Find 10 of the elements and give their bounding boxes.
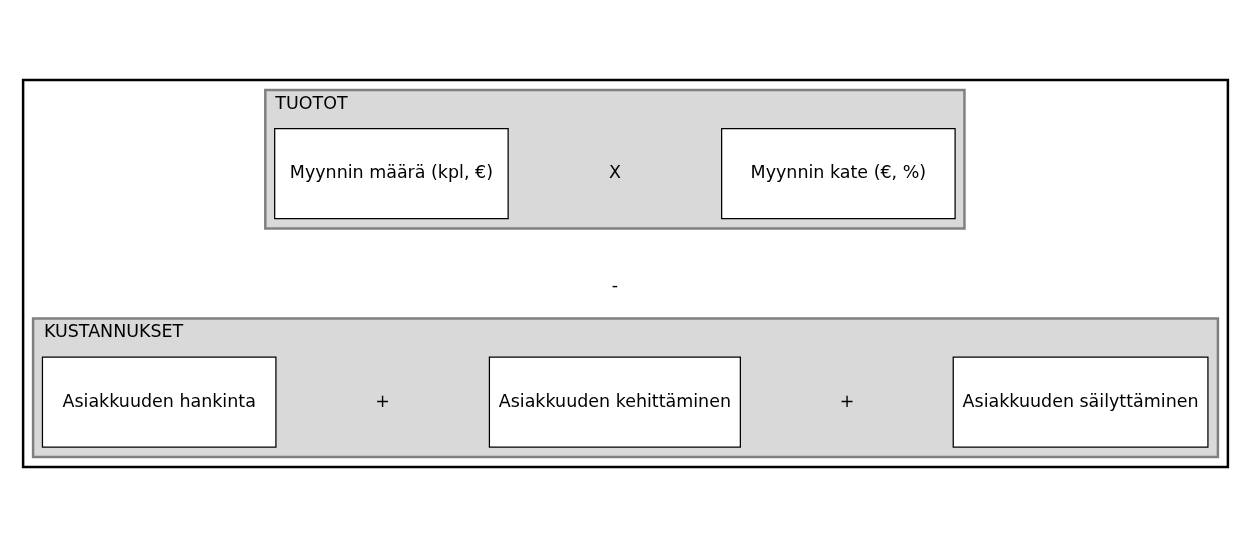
node-box: Myynnin määrä (kpl, €) bbox=[274, 128, 509, 220]
node-box: Asiakkuuden säilyttäminen bbox=[952, 356, 1209, 448]
node-box: Myynnin kate (€, %) bbox=[721, 128, 956, 220]
label: + bbox=[839, 390, 855, 411]
label: + bbox=[375, 390, 390, 411]
cluster bbox=[21, 78, 1230, 469]
node-box: Asiakkuuden hankinta bbox=[41, 356, 277, 448]
node-box: Asiakkuuden kehittäminen bbox=[488, 356, 741, 448]
label: X bbox=[608, 162, 621, 183]
label: - bbox=[611, 274, 619, 295]
